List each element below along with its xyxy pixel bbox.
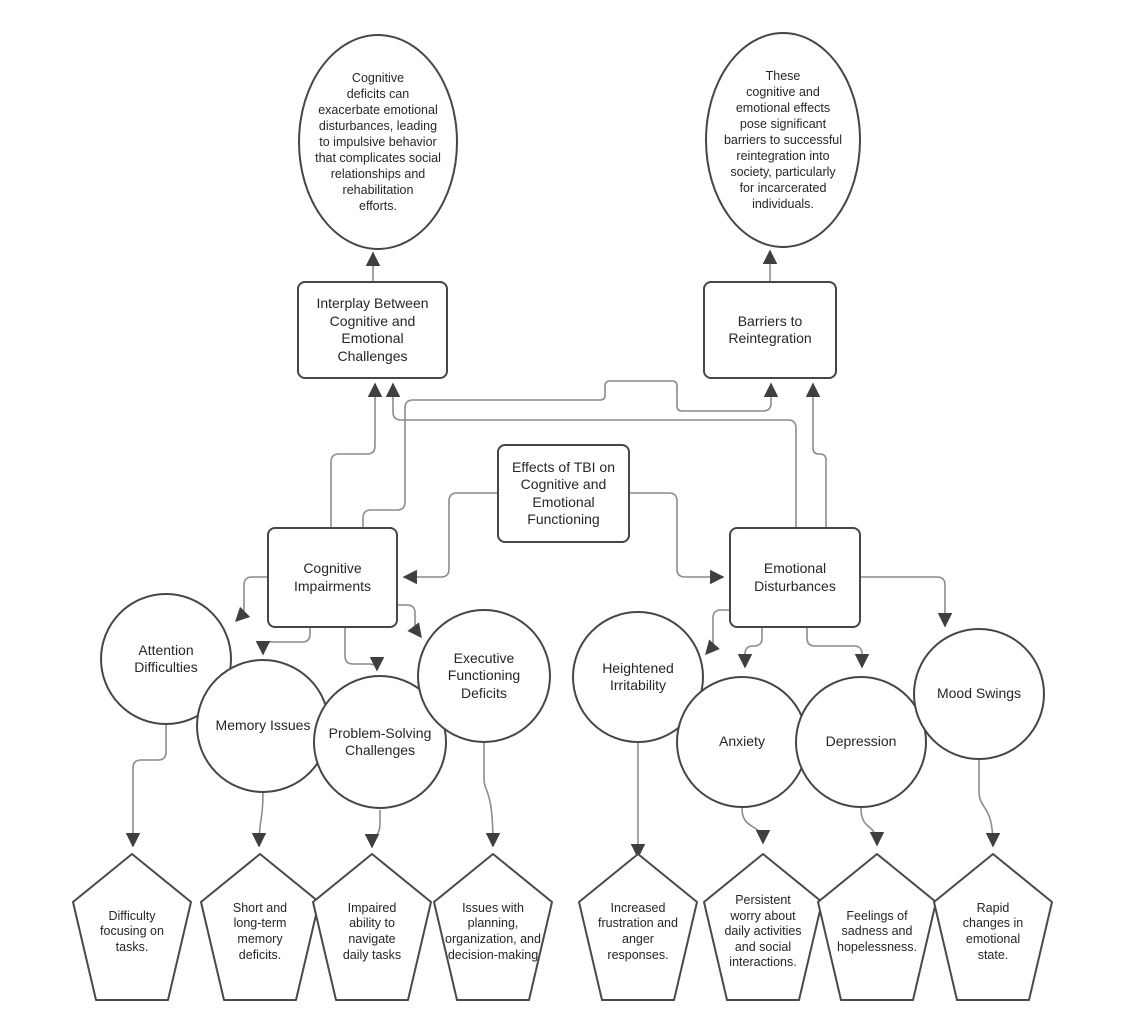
- connector-emotional-to-depression: [806, 628, 870, 669]
- connector-emotional-to-barriers: [805, 382, 827, 527]
- pentagon-persistent-worry: [703, 853, 823, 1001]
- connector-emotional-to-mood: [861, 576, 953, 628]
- circle-anxiety-label: Anxiety: [719, 733, 765, 750]
- circle-irritability-label: Heightened Irritability: [602, 659, 674, 694]
- box-barriers-label: Barriers to Reintegration: [728, 312, 812, 347]
- connector-effects-to-emotional: [630, 492, 725, 585]
- circle-executive-label: Executive Functioning Deficits: [447, 649, 521, 701]
- pentagon-rapid-changes: [933, 853, 1053, 1001]
- pentagon-label-difficulty-focusing: Difficulty focusing on tasks.: [100, 908, 164, 954]
- pentagon-label-persistent-worry: Persistent worry about daily activities …: [724, 892, 802, 970]
- circle-attention-label: Attention Difficulties: [134, 641, 198, 676]
- connector-emotional-to-anxiety: [737, 628, 763, 669]
- connector-executive-to-pentagon: [483, 743, 501, 848]
- pentagon-memory-deficits: [200, 853, 320, 1001]
- note-barriers-ellipse: These cognitive and emotional effects po…: [705, 32, 861, 248]
- note-interplay-text: Cognitive deficits can exacerbate emotio…: [315, 71, 441, 213]
- note-barriers-text: These cognitive and emotional effects po…: [723, 69, 843, 211]
- circle-problem-solving: Problem-Solving Challenges: [313, 675, 447, 809]
- connector-emotional-to-interplay: [385, 382, 797, 527]
- note-interplay-ellipse: Cognitive deficits can exacerbate emotio…: [298, 34, 458, 250]
- box-barriers-reintegration: Barriers to Reintegration: [703, 281, 837, 379]
- connector-cognitive-to-problem: [344, 628, 385, 672]
- pentagon-label-planning-issues: Issues with planning, organization, and …: [445, 900, 541, 962]
- connector-depression-to-pentagon: [860, 807, 885, 847]
- connector-cognitive-to-interplay: [330, 382, 383, 527]
- connector-cognitive-to-attention: [234, 576, 267, 623]
- box-cognitive-label: Cognitive Impairments: [293, 560, 372, 594]
- circle-anxiety: Anxiety: [676, 676, 808, 808]
- connector-problem-to-pentagon: [364, 810, 381, 849]
- box-cognitive-impairments: Cognitive Impairments: [267, 527, 398, 628]
- pentagon-label-sadness: Feelings of sadness and hopelessness.: [837, 908, 917, 954]
- connector-cognitive-to-barriers: [362, 380, 779, 527]
- circle-problem-label: Problem-Solving Challenges: [328, 724, 432, 759]
- connector-mood-to-pentagon: [978, 760, 1001, 848]
- connector-cognitive-to-memory: [255, 628, 311, 656]
- box-interplay-challenges: Interplay Between Cognitive and Emotiona…: [297, 281, 448, 379]
- circle-executive-functioning: Executive Functioning Deficits: [417, 609, 551, 743]
- circle-mood-label: Mood Swings: [936, 685, 1022, 702]
- connector-memory-to-pentagon: [251, 792, 267, 848]
- pentagon-frustration: [578, 853, 698, 1001]
- circle-memory-issues: Memory Issues: [196, 659, 330, 793]
- circle-depression-label: Depression: [825, 733, 897, 750]
- pentagon-difficulty-focusing: [72, 853, 192, 1001]
- box-effects-label: Effects of TBI on Cognitive and Emotiona…: [512, 458, 615, 528]
- connector-anxiety-to-pentagon: [741, 807, 771, 845]
- circle-mood-swings: Mood Swings: [913, 628, 1045, 760]
- connector-emotional-to-irritability: [705, 609, 729, 656]
- connector-cognitive-to-executive: [398, 604, 422, 639]
- pentagon-label-rapid-changes: Rapid changes in emotional state.: [962, 900, 1024, 962]
- circle-depression: Depression: [795, 676, 927, 808]
- circle-memory-label: Memory Issues: [215, 717, 311, 734]
- box-emotional-label: Emotional Disturbances: [754, 560, 836, 594]
- pentagon-sadness: [817, 853, 937, 1001]
- connector-effects-to-cognitive: [402, 492, 497, 585]
- connector-attention-to-pentagon: [125, 725, 167, 848]
- pentagon-label-memory-deficits: Short and long-term memory deficits.: [232, 900, 288, 962]
- box-emotional-disturbances: Emotional Disturbances: [729, 527, 861, 628]
- pentagon-planning-issues: [433, 853, 553, 1001]
- box-interplay-label: Interplay Between Cognitive and Emotiona…: [316, 295, 429, 364]
- box-effects-of-tbi: Effects of TBI on Cognitive and Emotiona…: [497, 444, 630, 543]
- pentagon-label-navigate-daily-tasks: Impaired ability to navigate daily tasks: [342, 900, 402, 962]
- pentagon-navigate-daily-tasks: [312, 853, 432, 1001]
- pentagon-label-frustration: Increased frustration and anger response…: [598, 900, 678, 962]
